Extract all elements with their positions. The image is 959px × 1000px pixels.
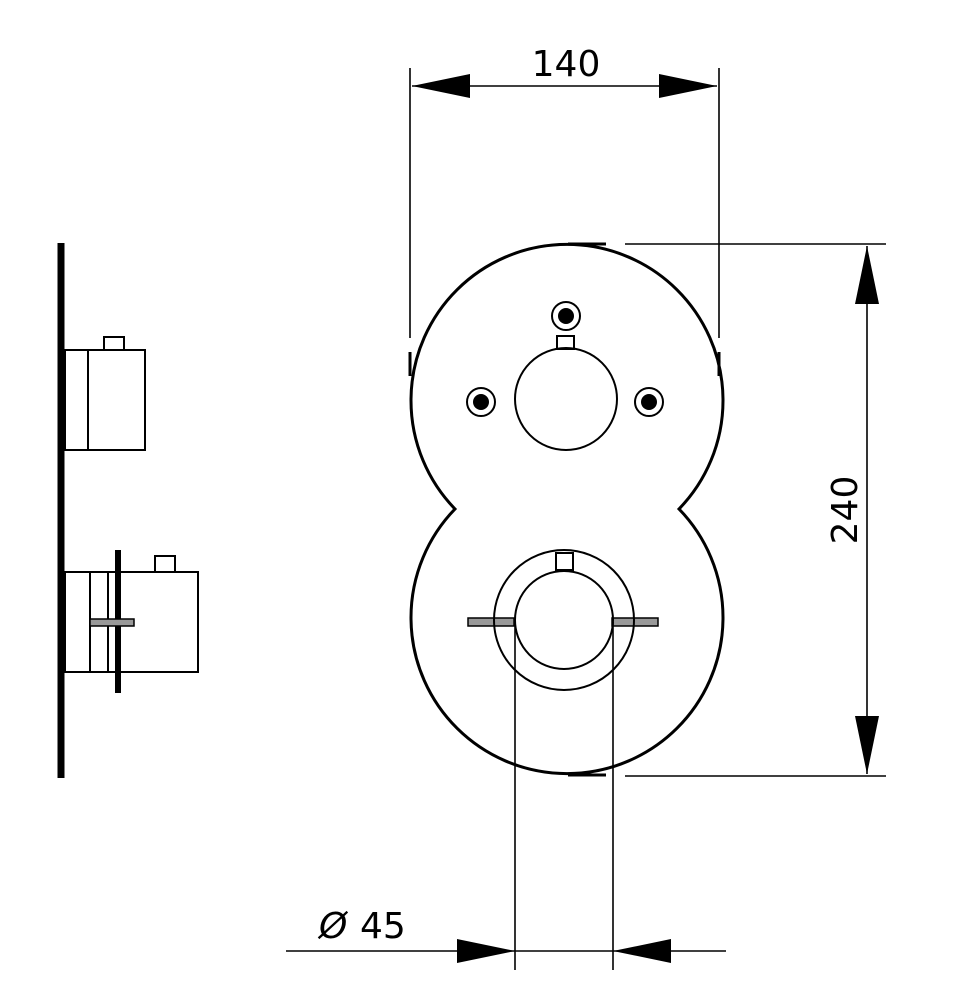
screw-top xyxy=(551,301,581,331)
lever-arm-left xyxy=(467,617,515,627)
lower-knob-marker xyxy=(555,552,574,571)
lever-arm-side xyxy=(89,618,135,627)
diameter-arrow-left xyxy=(457,939,515,963)
width-arrow-left xyxy=(412,74,470,98)
upper-pin-side xyxy=(103,336,125,351)
lever-arm-right xyxy=(611,617,659,627)
height-arrow-bottom xyxy=(855,716,879,774)
side-view xyxy=(57,243,199,778)
screw-left xyxy=(466,387,496,417)
lower-knob-ring xyxy=(493,549,635,691)
dimension-width: 140 xyxy=(409,44,720,338)
upper-knob-marker xyxy=(556,335,575,350)
screw-right xyxy=(634,387,664,417)
width-arrow-right xyxy=(659,74,717,98)
cover-plate-outline xyxy=(409,242,725,776)
diameter-label: 45 xyxy=(360,906,406,947)
dimension-height: 240 xyxy=(625,243,886,777)
upper-knob xyxy=(514,347,618,451)
height-label: 240 xyxy=(825,476,866,545)
lower-knob xyxy=(514,570,614,670)
width-label: 140 xyxy=(532,44,601,85)
diameter-arrow-right xyxy=(613,939,671,963)
lower-valve-body-side xyxy=(64,571,199,673)
diameter-symbol: Ø xyxy=(317,906,349,947)
lower-pin-side xyxy=(154,555,176,573)
upper-valve-body-side xyxy=(64,349,146,451)
height-arrow-top xyxy=(855,246,879,304)
front-view xyxy=(408,242,725,777)
dimension-diameter: Ø 45 xyxy=(286,622,726,970)
